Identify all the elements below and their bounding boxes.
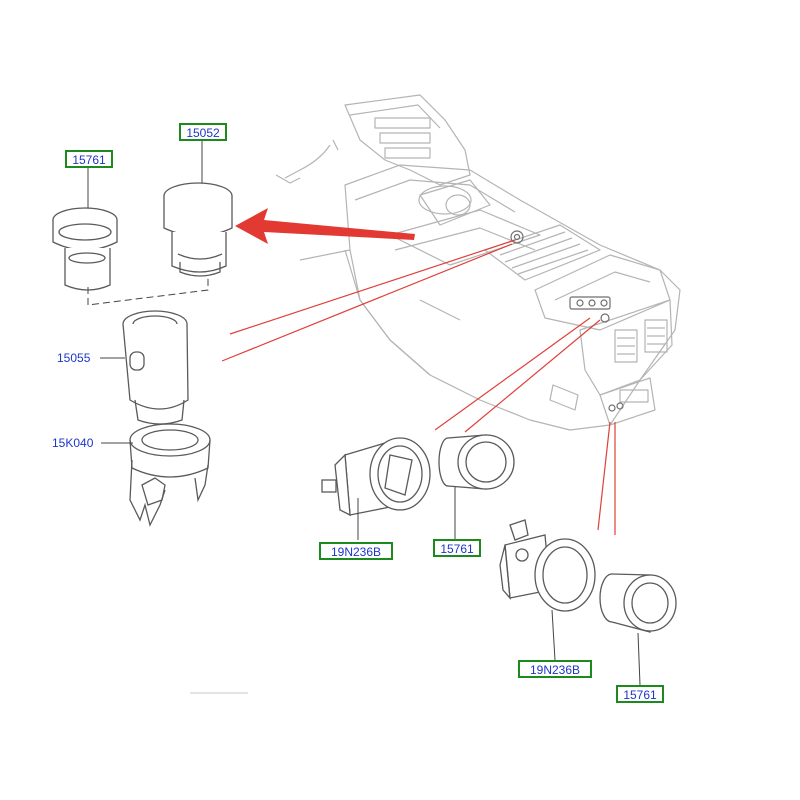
callout-15052: 15052: [179, 123, 227, 141]
callout-15761-lower-right: 15761: [616, 685, 664, 703]
callout-19N236B-lower: 19N236B: [518, 660, 592, 678]
socket-housing-19N236B-rear: [499, 519, 596, 612]
callout-leaders: [87, 140, 641, 686]
socket-cap-left: [52, 207, 118, 291]
socket-cap-middle: [438, 434, 515, 490]
callout-text: 15761: [440, 542, 474, 556]
socket-body-15055: [122, 310, 189, 425]
label-15K040: 15K040: [52, 436, 94, 450]
socket-cap-lower-right: [599, 573, 677, 633]
lighter-element-15052: [163, 182, 233, 277]
center-console-drawing: [275, 94, 681, 431]
callout-text: 19N236B: [530, 663, 580, 677]
label-15055: 15055: [57, 351, 91, 365]
callout-text: 19N236B: [331, 545, 381, 559]
retainer-15K040: [129, 423, 211, 527]
red-pointer-lines: [221, 239, 616, 535]
callout-text: 15052: [186, 126, 220, 140]
callout-15761-top-left: 15761: [65, 150, 113, 168]
callout-text: 15761: [623, 688, 657, 702]
console-socket-details: [510, 230, 624, 412]
part-label-text: 15K040: [52, 436, 94, 450]
socket-housing-19N236B-front: [321, 437, 431, 517]
dashed-assembly-line: [87, 278, 209, 306]
callout-15761-middle: 15761: [433, 539, 481, 557]
part-label-text: 15055: [57, 351, 91, 365]
red-arrow: [235, 208, 415, 244]
callout-text: 15761: [72, 153, 106, 167]
callout-19N236B-middle: 19N236B: [319, 542, 393, 560]
